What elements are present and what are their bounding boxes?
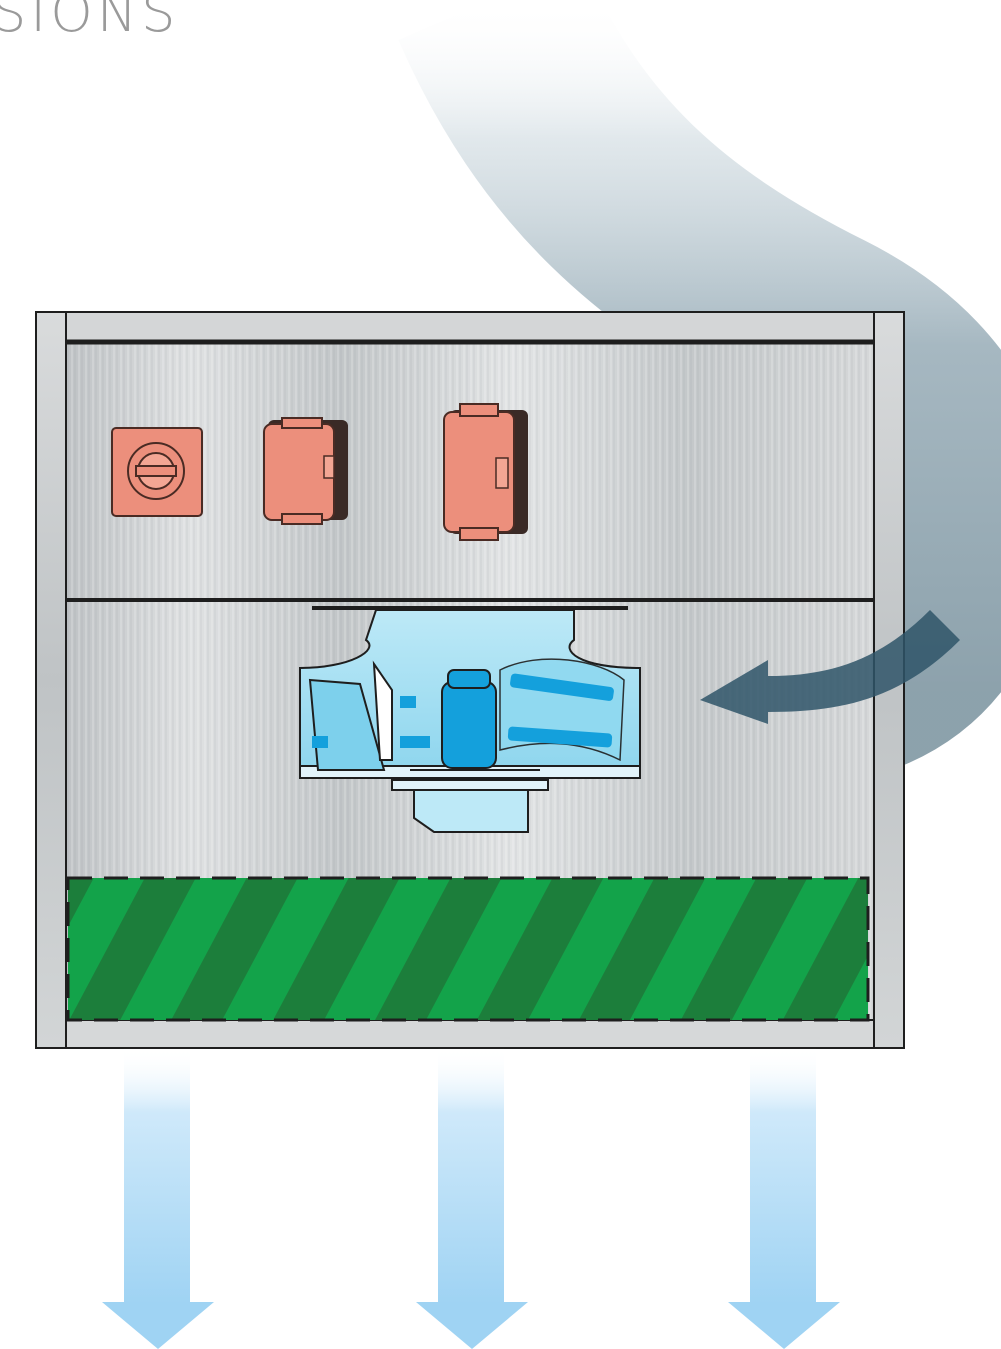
downward-airflow-arrow bbox=[102, 1048, 214, 1349]
power-socket-icon[interactable] bbox=[264, 418, 348, 524]
airflow-outlet-arrows bbox=[102, 1048, 840, 1349]
power-inlet-icon[interactable] bbox=[444, 404, 528, 540]
downward-airflow-arrow bbox=[728, 1048, 840, 1349]
rotary-switch-icon[interactable] bbox=[112, 428, 202, 516]
downward-airflow-arrow bbox=[416, 1048, 528, 1349]
hepa-filter-icon bbox=[68, 878, 868, 1020]
